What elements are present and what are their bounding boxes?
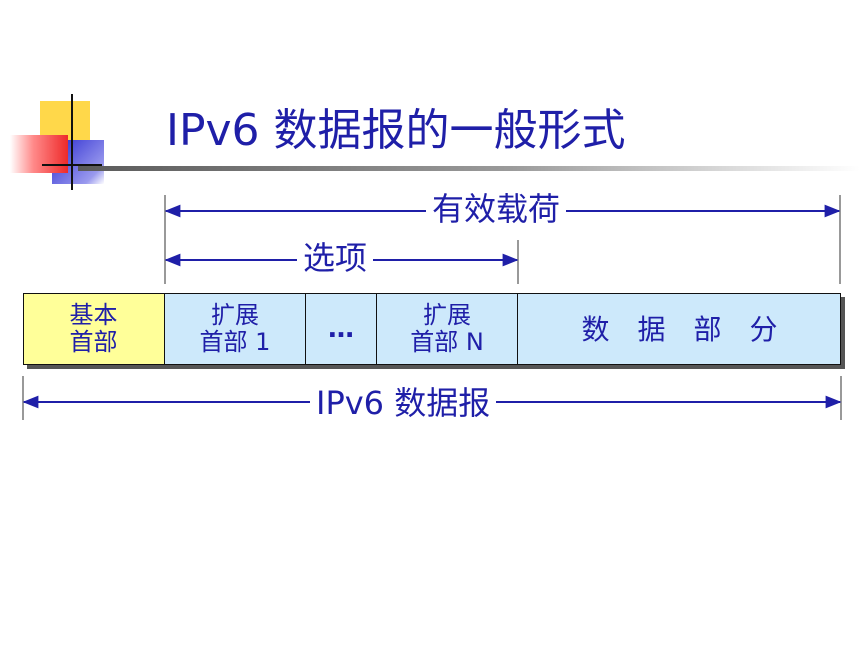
segment-data-part: 数 据 部 分 bbox=[518, 294, 841, 364]
options-label: 选项 bbox=[297, 239, 374, 277]
segment-ext-header-1: 扩展 首部 1 bbox=[165, 294, 306, 364]
payload-label: 有效载荷 bbox=[426, 190, 567, 228]
decor-vertical-line bbox=[71, 94, 73, 190]
segment-line: 首部 bbox=[69, 328, 118, 356]
segment-base-header: 基本 首部 bbox=[23, 294, 165, 364]
page-title: IPv6 数据报的一般形式 bbox=[166, 105, 626, 156]
segment-line: 数 据 部 分 bbox=[581, 312, 778, 346]
segment-line: 扩展 bbox=[211, 301, 259, 329]
segment-line: 扩展 bbox=[423, 301, 471, 329]
decor-horizontal-line bbox=[42, 164, 102, 166]
segment-ellipsis: … bbox=[306, 294, 377, 364]
decor-red-square bbox=[10, 135, 68, 173]
title-underline bbox=[78, 166, 860, 171]
datagram-label: IPv6 数据报 bbox=[310, 384, 497, 422]
segment-line: … bbox=[328, 313, 354, 344]
segment-line: 首部 N bbox=[410, 328, 484, 356]
segment-line: 基本 bbox=[69, 301, 118, 329]
segment-ext-header-n: 扩展 首部 N bbox=[377, 294, 518, 364]
segment-line: 首部 1 bbox=[199, 328, 271, 356]
datagram-bar bbox=[23, 293, 841, 365]
